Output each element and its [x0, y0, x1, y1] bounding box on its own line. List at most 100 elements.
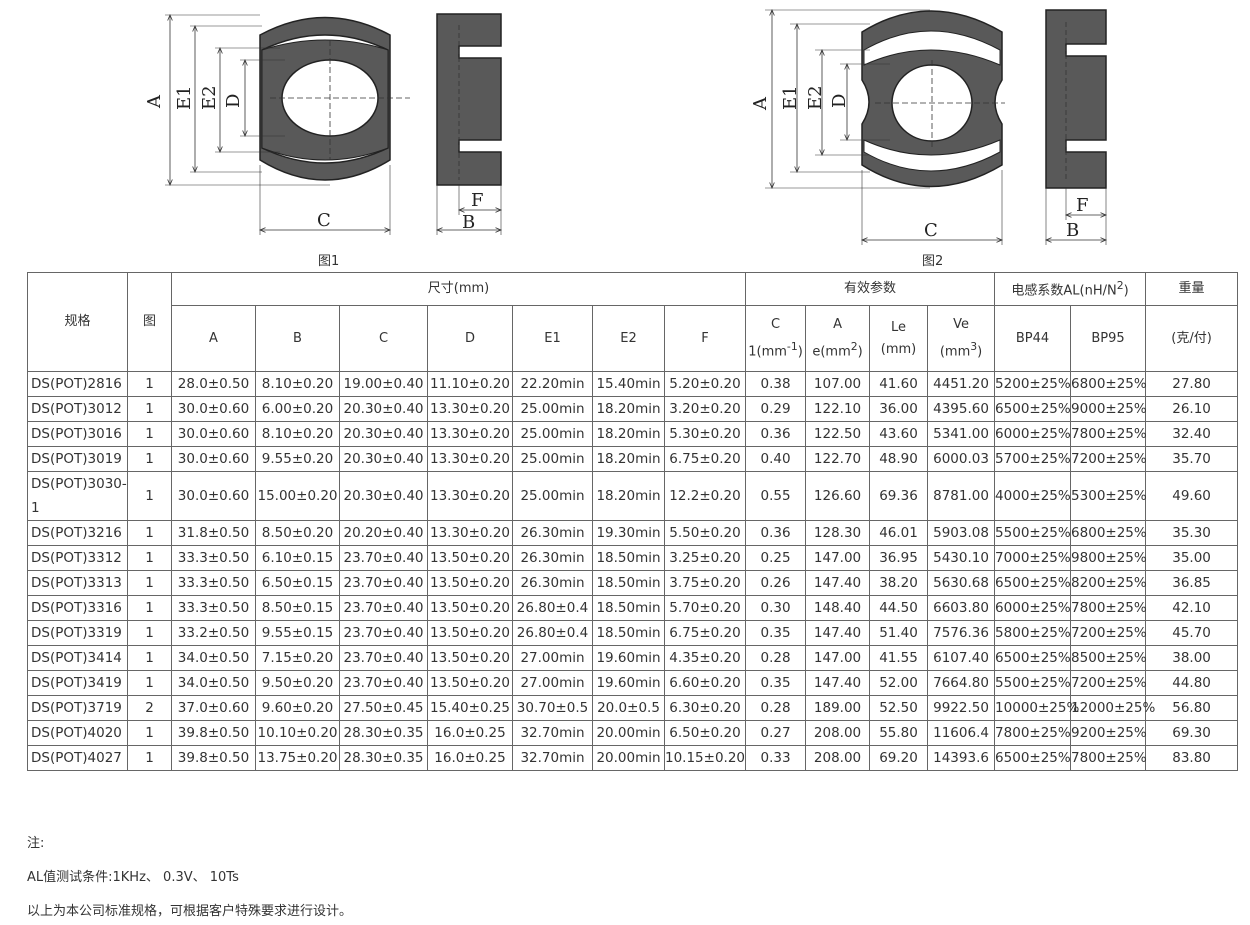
- table-cell: 33.3±0.50: [171, 545, 256, 571]
- table-cell: 35.30: [1145, 520, 1239, 546]
- table-cell: 3.20±0.20: [663, 396, 747, 422]
- table-cell: 0.28: [745, 695, 807, 721]
- table-cell: 25.00min: [512, 421, 593, 447]
- figure-1-drawing: A E1 E2 D C F B: [144, 13, 520, 235]
- table-cell: 8500±25%: [1070, 645, 1147, 671]
- table-cell: 1: [127, 645, 172, 671]
- header-bp95: BP95: [1070, 305, 1147, 372]
- table-cell: 20.20±0.40: [339, 520, 428, 546]
- table-cell: 69.36: [869, 471, 929, 521]
- spec-name-cell: DS(POT)3319: [27, 620, 128, 646]
- table-cell: 0.55: [745, 471, 807, 521]
- table-cell: 1: [127, 471, 172, 521]
- spec-name-cell: DS(POT)3019: [27, 446, 128, 472]
- table-cell: 1: [127, 396, 172, 422]
- table-cell: 20.30±0.40: [339, 471, 428, 521]
- table-cell: 13.30±0.20: [427, 421, 513, 447]
- table-cell: 13.50±0.20: [427, 595, 513, 621]
- table-cell: 5300±25%: [1070, 471, 1147, 521]
- table-cell: 33.3±0.50: [171, 570, 256, 596]
- table-cell: 0.33: [745, 745, 807, 771]
- header-E1: E1: [512, 305, 593, 372]
- table-cell: 6500±25%: [994, 570, 1072, 596]
- table-cell: 6.10±0.15: [255, 545, 340, 571]
- header-C: C: [339, 305, 428, 372]
- header-B: B: [255, 305, 340, 372]
- header-al-sup: 2: [1116, 279, 1124, 293]
- table-cell: 13.50±0.20: [427, 620, 513, 646]
- table-cell: 37.0±0.60: [171, 695, 256, 721]
- table-cell: 20.30±0.40: [339, 421, 428, 447]
- table-cell: 6000.03: [927, 446, 996, 472]
- table-cell: 18.20min: [592, 471, 665, 521]
- table-cell: 6.75±0.20: [663, 620, 747, 646]
- table-cell: 39.8±0.50: [171, 745, 256, 771]
- notes-title: 注:: [27, 836, 45, 851]
- table-cell: 44.50: [869, 595, 929, 621]
- table-cell: 38.00: [1145, 645, 1239, 671]
- table-cell: 1: [127, 595, 172, 621]
- table-cell: 1: [127, 545, 172, 571]
- table-cell: 147.40: [805, 670, 871, 696]
- table-cell: 51.40: [869, 620, 929, 646]
- table-cell: 33.2±0.50: [171, 620, 256, 646]
- table-cell: 5200±25%: [994, 371, 1072, 397]
- table-cell: 6000±25%: [994, 421, 1072, 447]
- table-cell: 26.30min: [512, 545, 593, 571]
- table-cell: 23.70±0.40: [339, 545, 428, 571]
- table-cell: 0.36: [745, 421, 807, 447]
- table-cell: 13.30±0.20: [427, 520, 513, 546]
- table-cell: 19.60min: [592, 670, 665, 696]
- figure-1-caption: 图1: [318, 254, 340, 269]
- table-cell: 14393.6: [927, 745, 996, 771]
- table-cell: 36.85: [1145, 570, 1239, 596]
- table-cell: 26.30min: [512, 570, 593, 596]
- table-cell: 9.55±0.20: [255, 446, 340, 472]
- table-cell: 69.30: [1145, 720, 1239, 746]
- table-cell: 9000±25%: [1070, 396, 1147, 422]
- table-cell: 25.00min: [512, 446, 593, 472]
- table-cell: 13.30±0.20: [427, 396, 513, 422]
- table-cell: 27.80: [1145, 371, 1239, 397]
- spec-name-cell: DS(POT)3016: [27, 421, 128, 447]
- header-E2: E2: [592, 305, 665, 372]
- table-cell: 8.10±0.20: [255, 421, 340, 447]
- table-cell: 30.0±0.60: [171, 471, 256, 521]
- table-cell: 10.15±0.20: [663, 745, 747, 771]
- table-cell: 36.95: [869, 545, 929, 571]
- table-cell: 32.40: [1145, 421, 1239, 447]
- table-cell: 13.75±0.20: [255, 745, 340, 771]
- table-cell: 0.35: [745, 670, 807, 696]
- table-cell: 208.00: [805, 745, 871, 771]
- table-cell: 3.75±0.20: [663, 570, 747, 596]
- table-cell: 3.25±0.20: [663, 545, 747, 571]
- header-F: F: [663, 305, 747, 372]
- table-cell: 1: [127, 570, 172, 596]
- table-cell: 0.27: [745, 720, 807, 746]
- table-cell: 26.80±0.4: [512, 620, 593, 646]
- table-cell: 12.2±0.20: [663, 471, 747, 521]
- table-cell: 19.30min: [592, 520, 665, 546]
- table-cell: 147.00: [805, 545, 871, 571]
- table-cell: 18.20min: [592, 421, 665, 447]
- table-cell: 8.50±0.20: [255, 520, 340, 546]
- table-cell: 23.70±0.40: [339, 570, 428, 596]
- table-cell: 13.50±0.20: [427, 645, 513, 671]
- table-cell: 27.00min: [512, 645, 593, 671]
- table-cell: 28.30±0.35: [339, 720, 428, 746]
- table-cell: 9800±25%: [1070, 545, 1147, 571]
- dim-label-D: D: [223, 94, 244, 108]
- spec-name-cell: DS(POT)3216: [27, 520, 128, 546]
- table-cell: 23.70±0.40: [339, 645, 428, 671]
- table-cell: 48.90: [869, 446, 929, 472]
- table-cell: 1: [127, 421, 172, 447]
